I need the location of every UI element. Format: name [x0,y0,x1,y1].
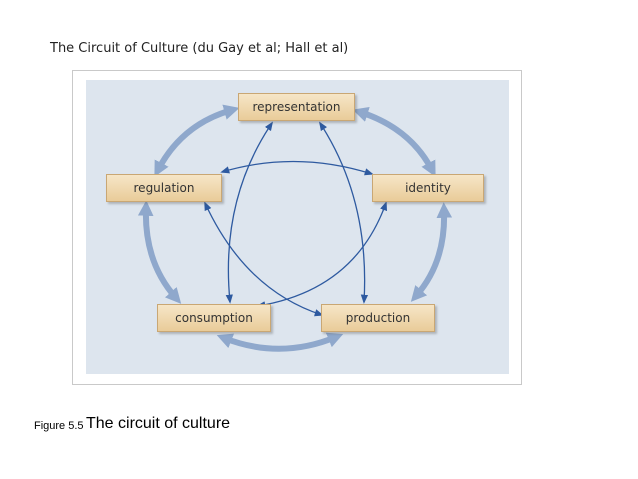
outer-arrow-consumption-regulation [137,200,182,304]
inner-arrow-identity-consumption [256,201,387,309]
node-production: production [321,304,435,332]
figure-number: Figure 5.5 [34,420,84,432]
outer-arrow-regulation-representation [154,104,240,177]
node-representation: representation [238,93,355,121]
node-consumption: consumption [157,304,271,332]
slide-heading: The Circuit of Culture (du Gay et al; Ha… [50,41,349,56]
inner-arrow-representation-consumption [225,121,274,304]
node-regulation: regulation [106,174,222,202]
figure-caption: The circuit of culture [86,415,231,432]
outer-arrow-representation-identity [352,106,436,177]
node-identity: identity [372,174,484,202]
inner-arrow-regulation-production [204,201,324,317]
outer-arrow-identity-production [410,202,453,302]
inner-arrow-representation-production [319,121,369,304]
outer-arrow-production-consumption [216,332,344,352]
inner-arrow-regulation-identity [220,160,374,176]
